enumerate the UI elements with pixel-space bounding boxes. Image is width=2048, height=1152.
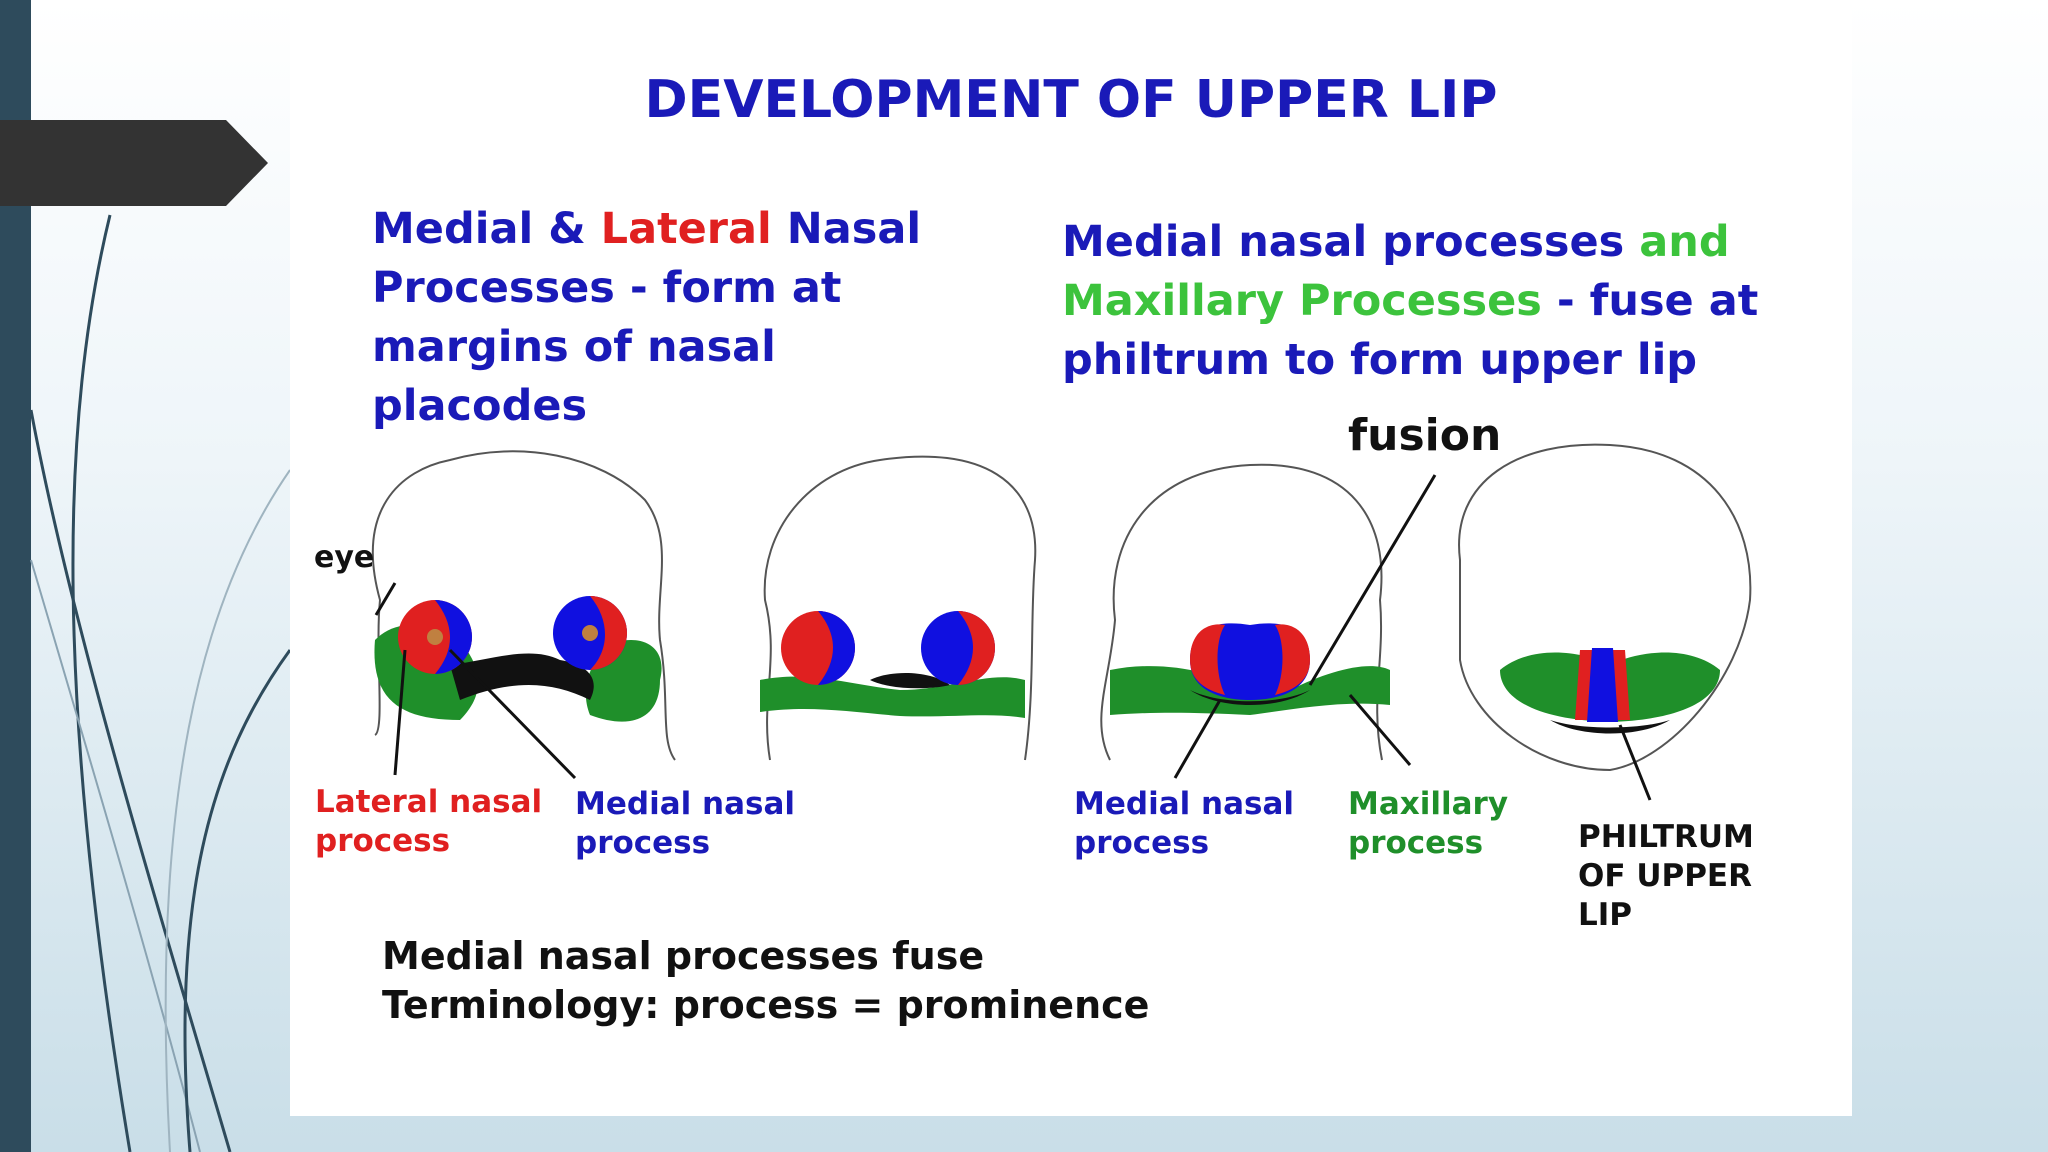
label-eye: eye	[314, 540, 375, 575]
label-fusion: fusion	[1348, 410, 1502, 461]
embryo-face-4	[1458, 443, 1752, 772]
caption-right-line2-blue: - fuse at	[1541, 276, 1759, 326]
label-lateral-nasal-2: process	[315, 823, 451, 859]
footer-line1: Medial nasal processes fuse	[382, 934, 985, 978]
label-maxillary-2: process	[1348, 825, 1484, 861]
caption-left-part2: Lateral	[600, 204, 772, 254]
slide-content: DEVELOPMENT OF UPPER LIP Medial & Latera…	[290, 0, 1852, 1116]
label-philtrum-1: PHILTRUM	[1578, 819, 1754, 855]
caption-left-line3: margins of nasal	[372, 322, 776, 372]
caption-left-line2: Processes - form at	[372, 263, 842, 313]
embryo-face-1	[371, 450, 676, 761]
embryo-face-3	[1100, 463, 1390, 761]
label-medial-nasal-a1: Medial nasal	[575, 786, 796, 822]
footer-line2: Terminology: process = prominence	[382, 983, 1150, 1027]
label-medial-nasal-a2: process	[575, 825, 711, 861]
label-philtrum-2: OF UPPER	[1578, 858, 1752, 894]
label-lateral-nasal-1: Lateral nasal	[315, 784, 543, 820]
caption-left-part3: Nasal	[771, 204, 922, 254]
caption-right-part1: Medial nasal processes	[1062, 217, 1640, 267]
slide-title: DEVELOPMENT OF UPPER LIP	[644, 70, 1498, 130]
caption-right-line2-green: Maxillary Processes	[1062, 276, 1542, 326]
lip-development-diagram	[371, 443, 1752, 801]
caption-right-part2: and	[1639, 217, 1730, 267]
label-philtrum-3: LIP	[1578, 897, 1633, 933]
caption-right-line3: philtrum to form upper lip	[1062, 335, 1698, 385]
arrow-tab-shape	[0, 120, 268, 206]
pointer-lines	[374, 474, 1652, 801]
label-medial-nasal-b1: Medial nasal	[1074, 786, 1295, 822]
embryo-face-2	[760, 455, 1037, 761]
decorative-curves	[29, 214, 292, 1152]
label-maxillary-1: Maxillary	[1348, 786, 1509, 822]
maxillary-band	[760, 676, 1025, 718]
caption-left-line4: placodes	[372, 381, 588, 431]
caption-left-part1: Medial &	[372, 204, 601, 254]
label-medial-nasal-b2: process	[1074, 825, 1210, 861]
